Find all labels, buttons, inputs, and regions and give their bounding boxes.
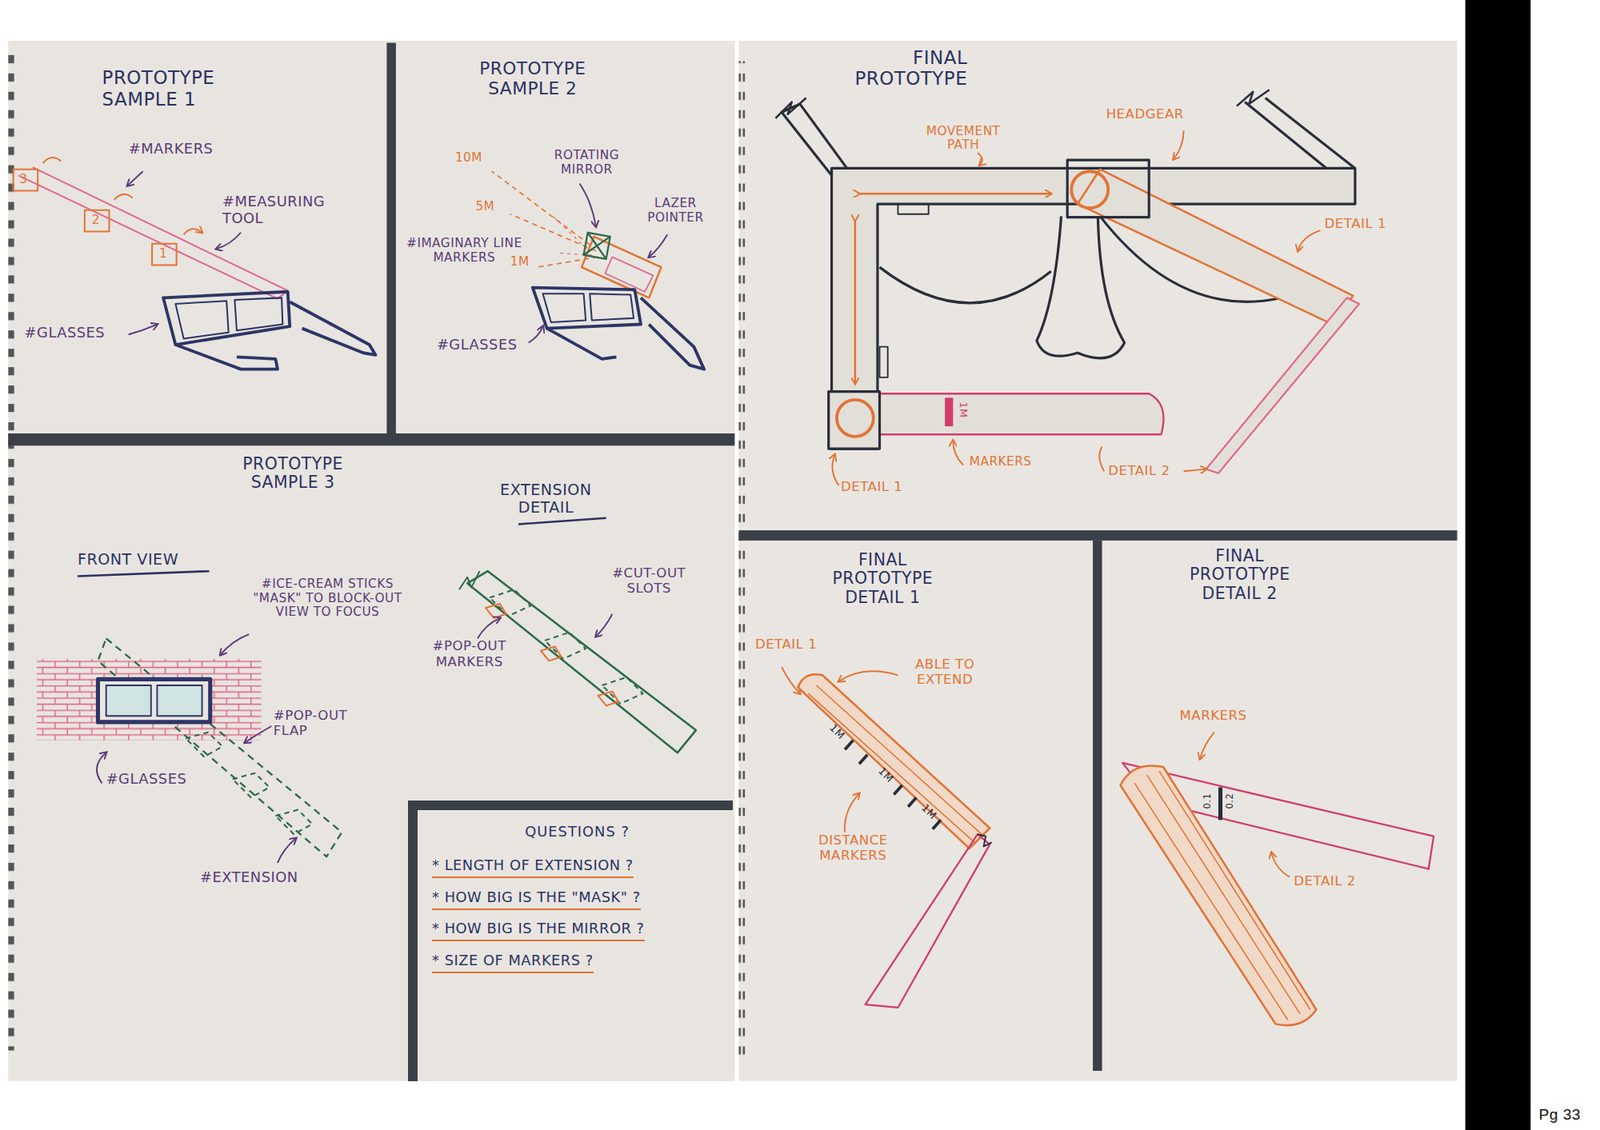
part-label: #ICE-CREAM STICKS "MASK" TO BLOCK-OUT VI…: [251, 577, 404, 620]
part-label: #EXTENSION: [200, 869, 299, 887]
part-label: DISTANCE MARKERS: [804, 832, 902, 864]
part-label: #MARKERS: [128, 140, 214, 158]
box-heading: QUESTIONS ?: [432, 823, 723, 844]
panel-title: FINAL PROTOTYPE DETAIL 1: [806, 551, 960, 608]
part-label: #POP-OUT FLAP: [273, 708, 366, 739]
part-label: ABLE TO EXTEND: [902, 656, 988, 688]
part-label: #CUT-OUT SLOTS: [597, 565, 700, 596]
question-box: QUESTIONS ? * LENGTH OF EXTENSION ? * HOW …: [408, 800, 733, 1082]
distance-label: 1M: [510, 255, 530, 270]
part-label: DETAIL 2: [1108, 463, 1170, 479]
panel-title: PROTOTYPE SAMPLE 2: [471, 59, 594, 100]
marker-label: 0.2: [1224, 793, 1236, 810]
part-label: LAZER POINTER: [638, 196, 712, 225]
callout-number: 3: [19, 172, 28, 188]
view-title: FRONT VIEW: [77, 551, 179, 569]
marker-label: 0.1: [1202, 793, 1213, 810]
part-label: MARKERS: [969, 455, 1032, 470]
panel-title: FINAL PROTOTYPE DETAIL 2: [1163, 547, 1316, 604]
question-item: * HOW BIG IS THE MIRROR ?: [432, 920, 644, 942]
question-item: * LENGTH OF EXTENSION ?: [432, 856, 634, 879]
question-item: * HOW BIG IS THE "MASK" ?: [432, 888, 641, 911]
part-label: #GLASSES: [24, 324, 106, 342]
question-item: * SIZE OF MARKERS ?: [432, 952, 594, 974]
part-label: #GLASSES: [106, 771, 188, 788]
callout-number: 2: [92, 213, 100, 228]
part-label: #POP-OUT MARKERS: [418, 638, 521, 669]
part-label: MARKERS: [1179, 708, 1247, 724]
part-label: #GLASSES: [436, 336, 518, 354]
page-number: Pg 33: [1538, 1106, 1580, 1124]
part-label: HEADGEAR: [1106, 106, 1184, 122]
part-label: #IMAGINARY LINE MARKERS: [397, 236, 531, 265]
part-label: MOVEMENT PATH: [910, 124, 1017, 153]
part-label: DETAIL 1: [755, 636, 817, 652]
part-label: DETAIL 1: [1324, 216, 1387, 232]
callout-number: 1: [159, 247, 168, 262]
marker-label: 1M: [957, 401, 970, 418]
view-title: EXTENSION DETAIL: [479, 481, 612, 517]
distance-label: 10M: [455, 151, 483, 166]
distance-label: 5M: [475, 200, 495, 215]
part-label: DETAIL 2: [1293, 873, 1356, 889]
panel-title: FINAL PROTOTYPE: [824, 47, 968, 90]
part-label: #MEASURING TOOL: [222, 193, 345, 227]
panel-title: PROTOTYPE SAMPLE 1: [102, 67, 236, 110]
part-label: ROTATING MIRROR: [540, 148, 633, 177]
panel-title: PROTOTYPE SAMPLE 3: [226, 455, 360, 493]
part-label: DETAIL 1: [840, 479, 903, 495]
